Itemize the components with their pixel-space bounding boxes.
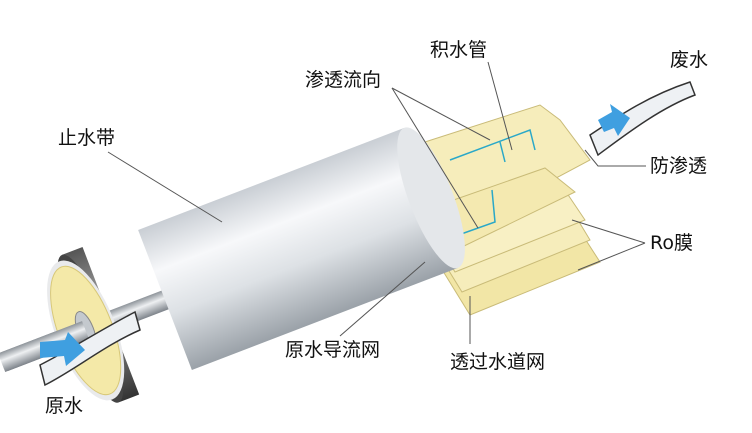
membrane-shell [0, 127, 465, 403]
waste-water-arrow-icon [598, 104, 630, 136]
label-permeate-flow: 渗透流向 [305, 69, 381, 91]
label-collection-tube: 积水管 [430, 39, 487, 61]
leader-lines [107, 61, 646, 344]
permeate-flow-lines [449, 129, 536, 239]
label-waste-water: 废水 [670, 49, 708, 71]
waste-water-stream [589, 81, 696, 157]
label-ro-membrane: Ro膜 [650, 232, 693, 254]
raw-water-stream [39, 310, 141, 387]
label-anti-leak: 防渗透 [650, 155, 707, 177]
label-feed-spacer: 原水导流网 [285, 339, 380, 361]
label-raw-water: 原水 [45, 395, 83, 417]
raw-water-arrow-icon [40, 332, 85, 366]
label-brine-seal: 止水带 [58, 127, 115, 149]
label-permeate-carrier: 透过水道网 [450, 351, 545, 373]
labels: 积水管 渗透流向 废水 止水带 防渗透 Ro膜 原水导流网 透过水道网 原水 [45, 39, 708, 417]
ro-membrane-sheets [399, 104, 601, 316]
